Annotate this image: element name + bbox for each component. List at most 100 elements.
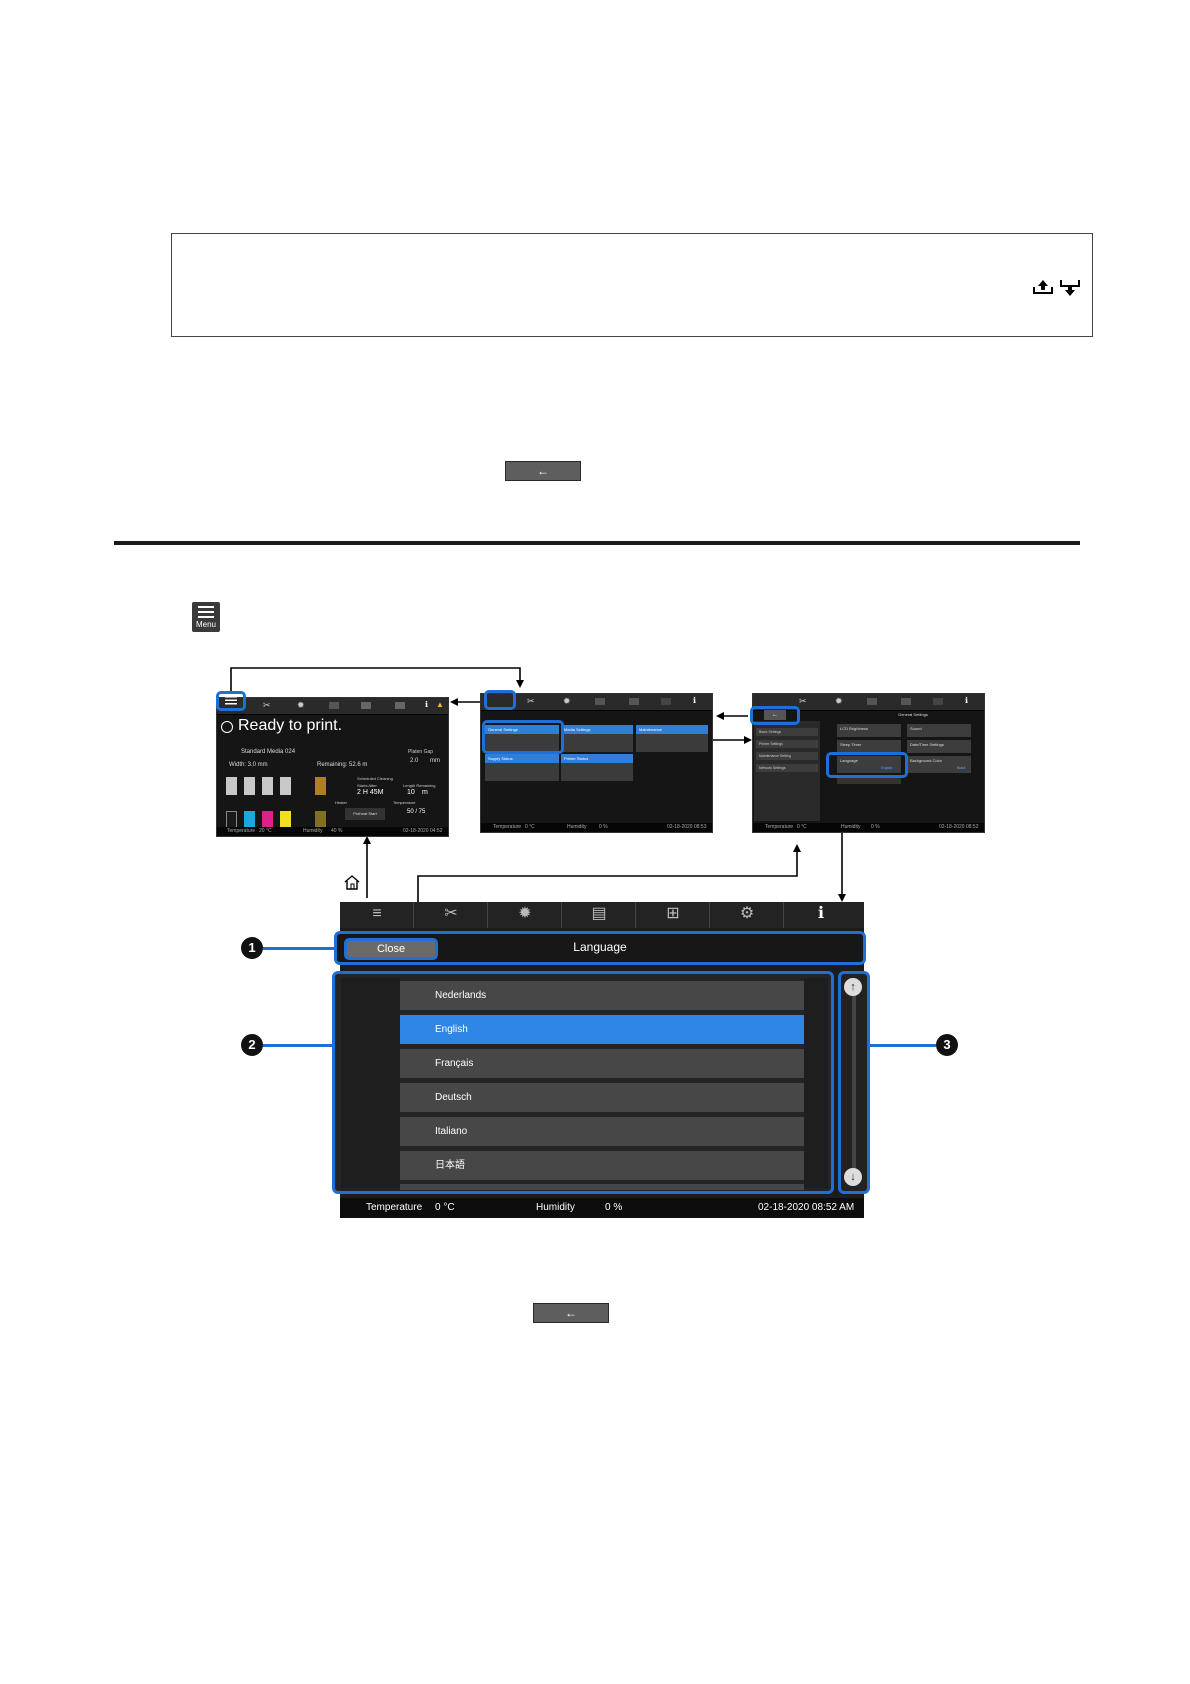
language-item-italiano[interactable]: Italiano	[400, 1117, 804, 1146]
item-sleep-timer[interactable]: Sleep Timer	[837, 740, 901, 753]
printer-icon	[629, 698, 639, 705]
back-button-2[interactable]: ←	[533, 1303, 609, 1323]
status-hum-label: Humidity	[536, 1202, 575, 1213]
language-item-francais[interactable]: Français	[400, 1049, 804, 1078]
tile-printer-status[interactable]: Printer Status	[561, 754, 633, 763]
info-icon: ℹ	[965, 696, 969, 705]
tab-printer[interactable]: ⊞	[636, 902, 710, 928]
heater-icon: ✹	[835, 696, 843, 706]
preheat-start-button[interactable]: Preheat Start	[345, 808, 385, 820]
highlight-menu-tab-2	[484, 690, 516, 710]
tile-printer-status-body	[561, 763, 633, 781]
maintenance-icon: ⚙	[739, 905, 755, 922]
scissors-icon: ✂	[799, 696, 807, 706]
left-item-basic[interactable]: Basic Settings	[756, 728, 818, 736]
item-lcd-brightness[interactable]: LCD Brightness	[837, 724, 901, 737]
menu-icon[interactable]: Menu	[192, 602, 220, 632]
tile-supply-status-body	[485, 763, 559, 781]
left-item-printer[interactable]: Printer Settings	[756, 740, 818, 748]
tile-general-settings-body	[485, 734, 559, 752]
tab-heater[interactable]: ✹	[488, 902, 562, 928]
left-item-maintenance[interactable]: Maintenance Setting	[756, 752, 818, 760]
media-width: Width: 3.0 mm	[229, 762, 268, 768]
status-hum-value: 0 %	[599, 824, 608, 830]
highlight-back-tab-3	[750, 706, 800, 725]
status-hum-value: 0 %	[871, 824, 880, 830]
language-item-english[interactable]: English	[400, 1015, 804, 1044]
general-settings-thumbnail: ✂ ✹ ℹ General Settings Basic Settings Pr…	[752, 693, 985, 833]
menu-icon: ≡	[372, 905, 382, 922]
media-icon	[329, 702, 339, 709]
status-time: 02-18-2020 08:52 AM	[758, 1202, 855, 1213]
upload-icon	[1032, 279, 1054, 295]
maintenance-icon	[395, 702, 405, 709]
home-tab-bar: ✂ ✹ ℹ ▲	[217, 698, 448, 715]
scroll-down-icon[interactable]: ↓	[844, 1168, 862, 1186]
item-language[interactable]: Language	[837, 756, 901, 773]
home-screen-thumbnail: ✂ ✹ ℹ ▲ Ready to print. Standard Media 0…	[216, 697, 449, 837]
ink-bar-extra	[315, 811, 326, 829]
tab-menu[interactable]: ≡	[340, 902, 414, 928]
media-icon	[867, 698, 877, 705]
close-button[interactable]: Close	[344, 938, 438, 960]
media-name: Standard Media 024	[241, 749, 296, 755]
media-icon	[595, 698, 605, 705]
background-color-value: Black	[957, 766, 966, 770]
ready-check-icon	[221, 721, 233, 733]
callout-1-line	[263, 947, 335, 950]
callout-3-line	[869, 1044, 936, 1047]
back-button[interactable]: ←	[505, 461, 581, 481]
language-item-nederlands[interactable]: Nederlands	[400, 981, 804, 1010]
scissors-icon: ✂	[444, 905, 458, 922]
item-placeholder	[837, 776, 901, 784]
printer-icon	[361, 702, 371, 709]
list-left-gutter	[341, 978, 400, 1188]
language-item-partial	[400, 1184, 804, 1190]
callout-3: 3	[936, 1034, 958, 1056]
tab-media[interactable]: ▤	[562, 902, 636, 928]
ink-bar-c	[244, 811, 255, 829]
menu-tab-icon-1[interactable]	[225, 696, 237, 705]
tile-general-settings[interactable]: General Settings	[485, 725, 559, 734]
tile-media-settings[interactable]: Media Settings	[561, 725, 633, 734]
waste-ink-bar	[315, 777, 326, 795]
tile-supply-status[interactable]: Supply Status	[485, 754, 559, 763]
maintenance-icon	[661, 698, 671, 705]
highlight-general-settings	[482, 720, 564, 754]
platen-gap-value: 2.0	[410, 758, 419, 764]
status-temp-value: 0 °C	[435, 1202, 455, 1213]
tab-info[interactable]: ℹ	[784, 902, 864, 928]
scrollbar-track[interactable]	[852, 994, 856, 1172]
left-item-network[interactable]: Network Settings	[756, 764, 818, 772]
menu-tab-bar: ✂ ✹ ℹ	[481, 694, 712, 711]
length-remaining-unit: m	[422, 789, 428, 796]
item-background-color[interactable]: Background Color	[907, 756, 971, 773]
scroll-up-icon[interactable]: ↑	[844, 978, 862, 996]
status-temp-value: 20 °C	[259, 828, 272, 834]
download-icon	[1059, 279, 1081, 297]
scissors-icon: ✂	[263, 700, 271, 710]
length-remaining-label: Length Remaining	[403, 783, 436, 788]
status-time: 02-18-2020 08:53 am	[667, 824, 707, 830]
starts-after-label: Starts After	[357, 783, 377, 788]
back-arrow-icon-3[interactable]: ←	[764, 710, 786, 720]
language-item-deutsch[interactable]: Deutsch	[400, 1083, 804, 1112]
settings-status-bar: Temperature 0 °C Humidity 0 % 02-18-2020…	[753, 823, 984, 832]
panel-tab-bar: ≡ ✂ ✹ ▤ ⊞ ⚙ ℹ	[340, 902, 864, 928]
tile-maintenance[interactable]: Maintenance	[636, 725, 708, 734]
status-temp-value: 0 °C	[797, 824, 807, 830]
item-date-time[interactable]: Date/Time Settings	[907, 740, 971, 753]
language-title: Language	[573, 940, 627, 954]
item-sound[interactable]: Sound	[907, 724, 971, 737]
tab-maintenance[interactable]: ⚙	[710, 902, 784, 928]
temperature-values: 50 / 75	[407, 809, 426, 815]
status-temp-label: Temperature	[493, 824, 522, 830]
status-temp-label: Temperature	[227, 828, 256, 834]
highlight-menu-tab-1	[216, 691, 246, 711]
tab-cutter[interactable]: ✂	[414, 902, 488, 928]
home-icon	[343, 874, 361, 890]
ink-bar	[244, 777, 255, 795]
language-item-japanese[interactable]: 日本語	[400, 1151, 804, 1180]
platen-gap-unit: mm	[430, 758, 440, 764]
